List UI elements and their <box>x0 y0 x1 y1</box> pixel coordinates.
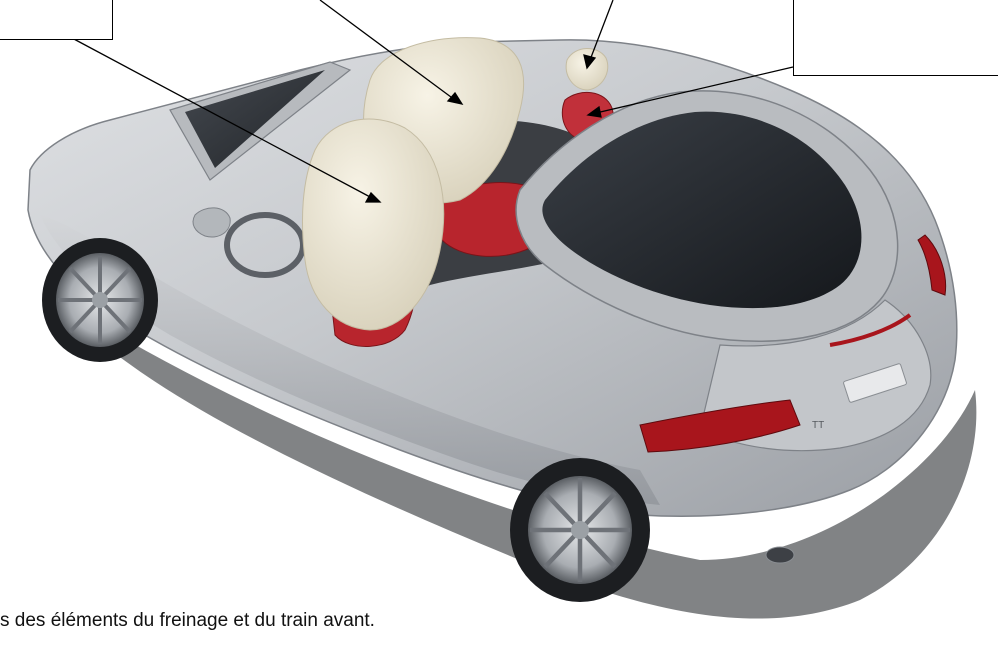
label-box-left <box>0 0 113 40</box>
front-wheel <box>42 238 158 362</box>
rear-badge: TT <box>812 420 824 431</box>
exhaust-pipe <box>766 547 794 563</box>
side-mirror <box>193 208 230 237</box>
label-box-right <box>793 0 998 76</box>
caption-text: s des éléments du freinage et du train a… <box>0 610 375 632</box>
rear-wheel <box>510 458 650 602</box>
